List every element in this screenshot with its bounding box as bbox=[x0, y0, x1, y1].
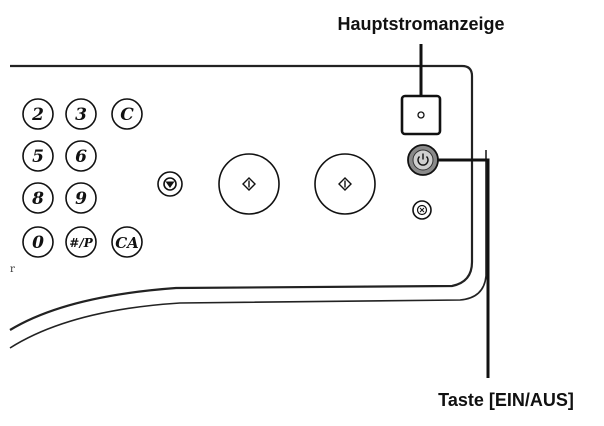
key-clear-all[interactable]: CA bbox=[111, 226, 143, 258]
start-diamond-icon bbox=[338, 177, 352, 191]
stop-icon bbox=[163, 177, 177, 191]
key-clear[interactable]: C bbox=[111, 98, 143, 130]
numeric-keypad: 2 3 C 5 6 8 9 0 bbox=[22, 98, 143, 258]
indicator-lamp bbox=[417, 111, 425, 119]
key-8[interactable]: 8 bbox=[22, 182, 54, 214]
key-2-label: 2 bbox=[31, 105, 44, 125]
main-power-indicator bbox=[400, 94, 442, 136]
key-clear-label: C bbox=[120, 105, 134, 125]
key-9-label: 9 bbox=[75, 189, 87, 209]
key-5[interactable]: 5 bbox=[22, 140, 54, 172]
key-6-label: 6 bbox=[75, 147, 87, 167]
power-key[interactable] bbox=[407, 144, 439, 176]
key-clear-all-label: CA bbox=[115, 234, 139, 252]
callout-leaders bbox=[419, 44, 490, 378]
label-power-key: Taste [EIN/AUS] bbox=[438, 390, 574, 410]
key-5-label: 5 bbox=[32, 147, 44, 167]
leader-power-key bbox=[438, 158, 490, 378]
key-id-label: #/P bbox=[69, 236, 93, 250]
panel-inner-edge bbox=[9, 150, 487, 349]
start-key-right[interactable] bbox=[314, 153, 376, 215]
stray-mark: r bbox=[10, 264, 15, 275]
key-0[interactable]: 0 bbox=[22, 226, 54, 258]
start-key-left[interactable] bbox=[218, 153, 280, 215]
label-main-power-indicator: Hauptstromanzeige bbox=[337, 14, 504, 34]
start-diamond-icon bbox=[242, 177, 256, 191]
key-9[interactable]: 9 bbox=[65, 182, 97, 214]
energy-saver-icon bbox=[416, 204, 428, 216]
key-2[interactable]: 2 bbox=[22, 98, 54, 130]
panel-outline bbox=[9, 64, 487, 349]
stop-key[interactable] bbox=[157, 171, 183, 197]
key-6[interactable]: 6 bbox=[65, 140, 97, 172]
panel-top-edge bbox=[9, 64, 474, 331]
power-icon bbox=[417, 153, 429, 166]
key-3[interactable]: 3 bbox=[65, 98, 97, 130]
energy-saver-key[interactable] bbox=[412, 200, 432, 220]
key-id[interactable]: #/P bbox=[65, 226, 97, 258]
key-3-label: 3 bbox=[75, 105, 87, 125]
key-0-label: 0 bbox=[32, 233, 44, 253]
key-8-label: 8 bbox=[31, 189, 44, 209]
